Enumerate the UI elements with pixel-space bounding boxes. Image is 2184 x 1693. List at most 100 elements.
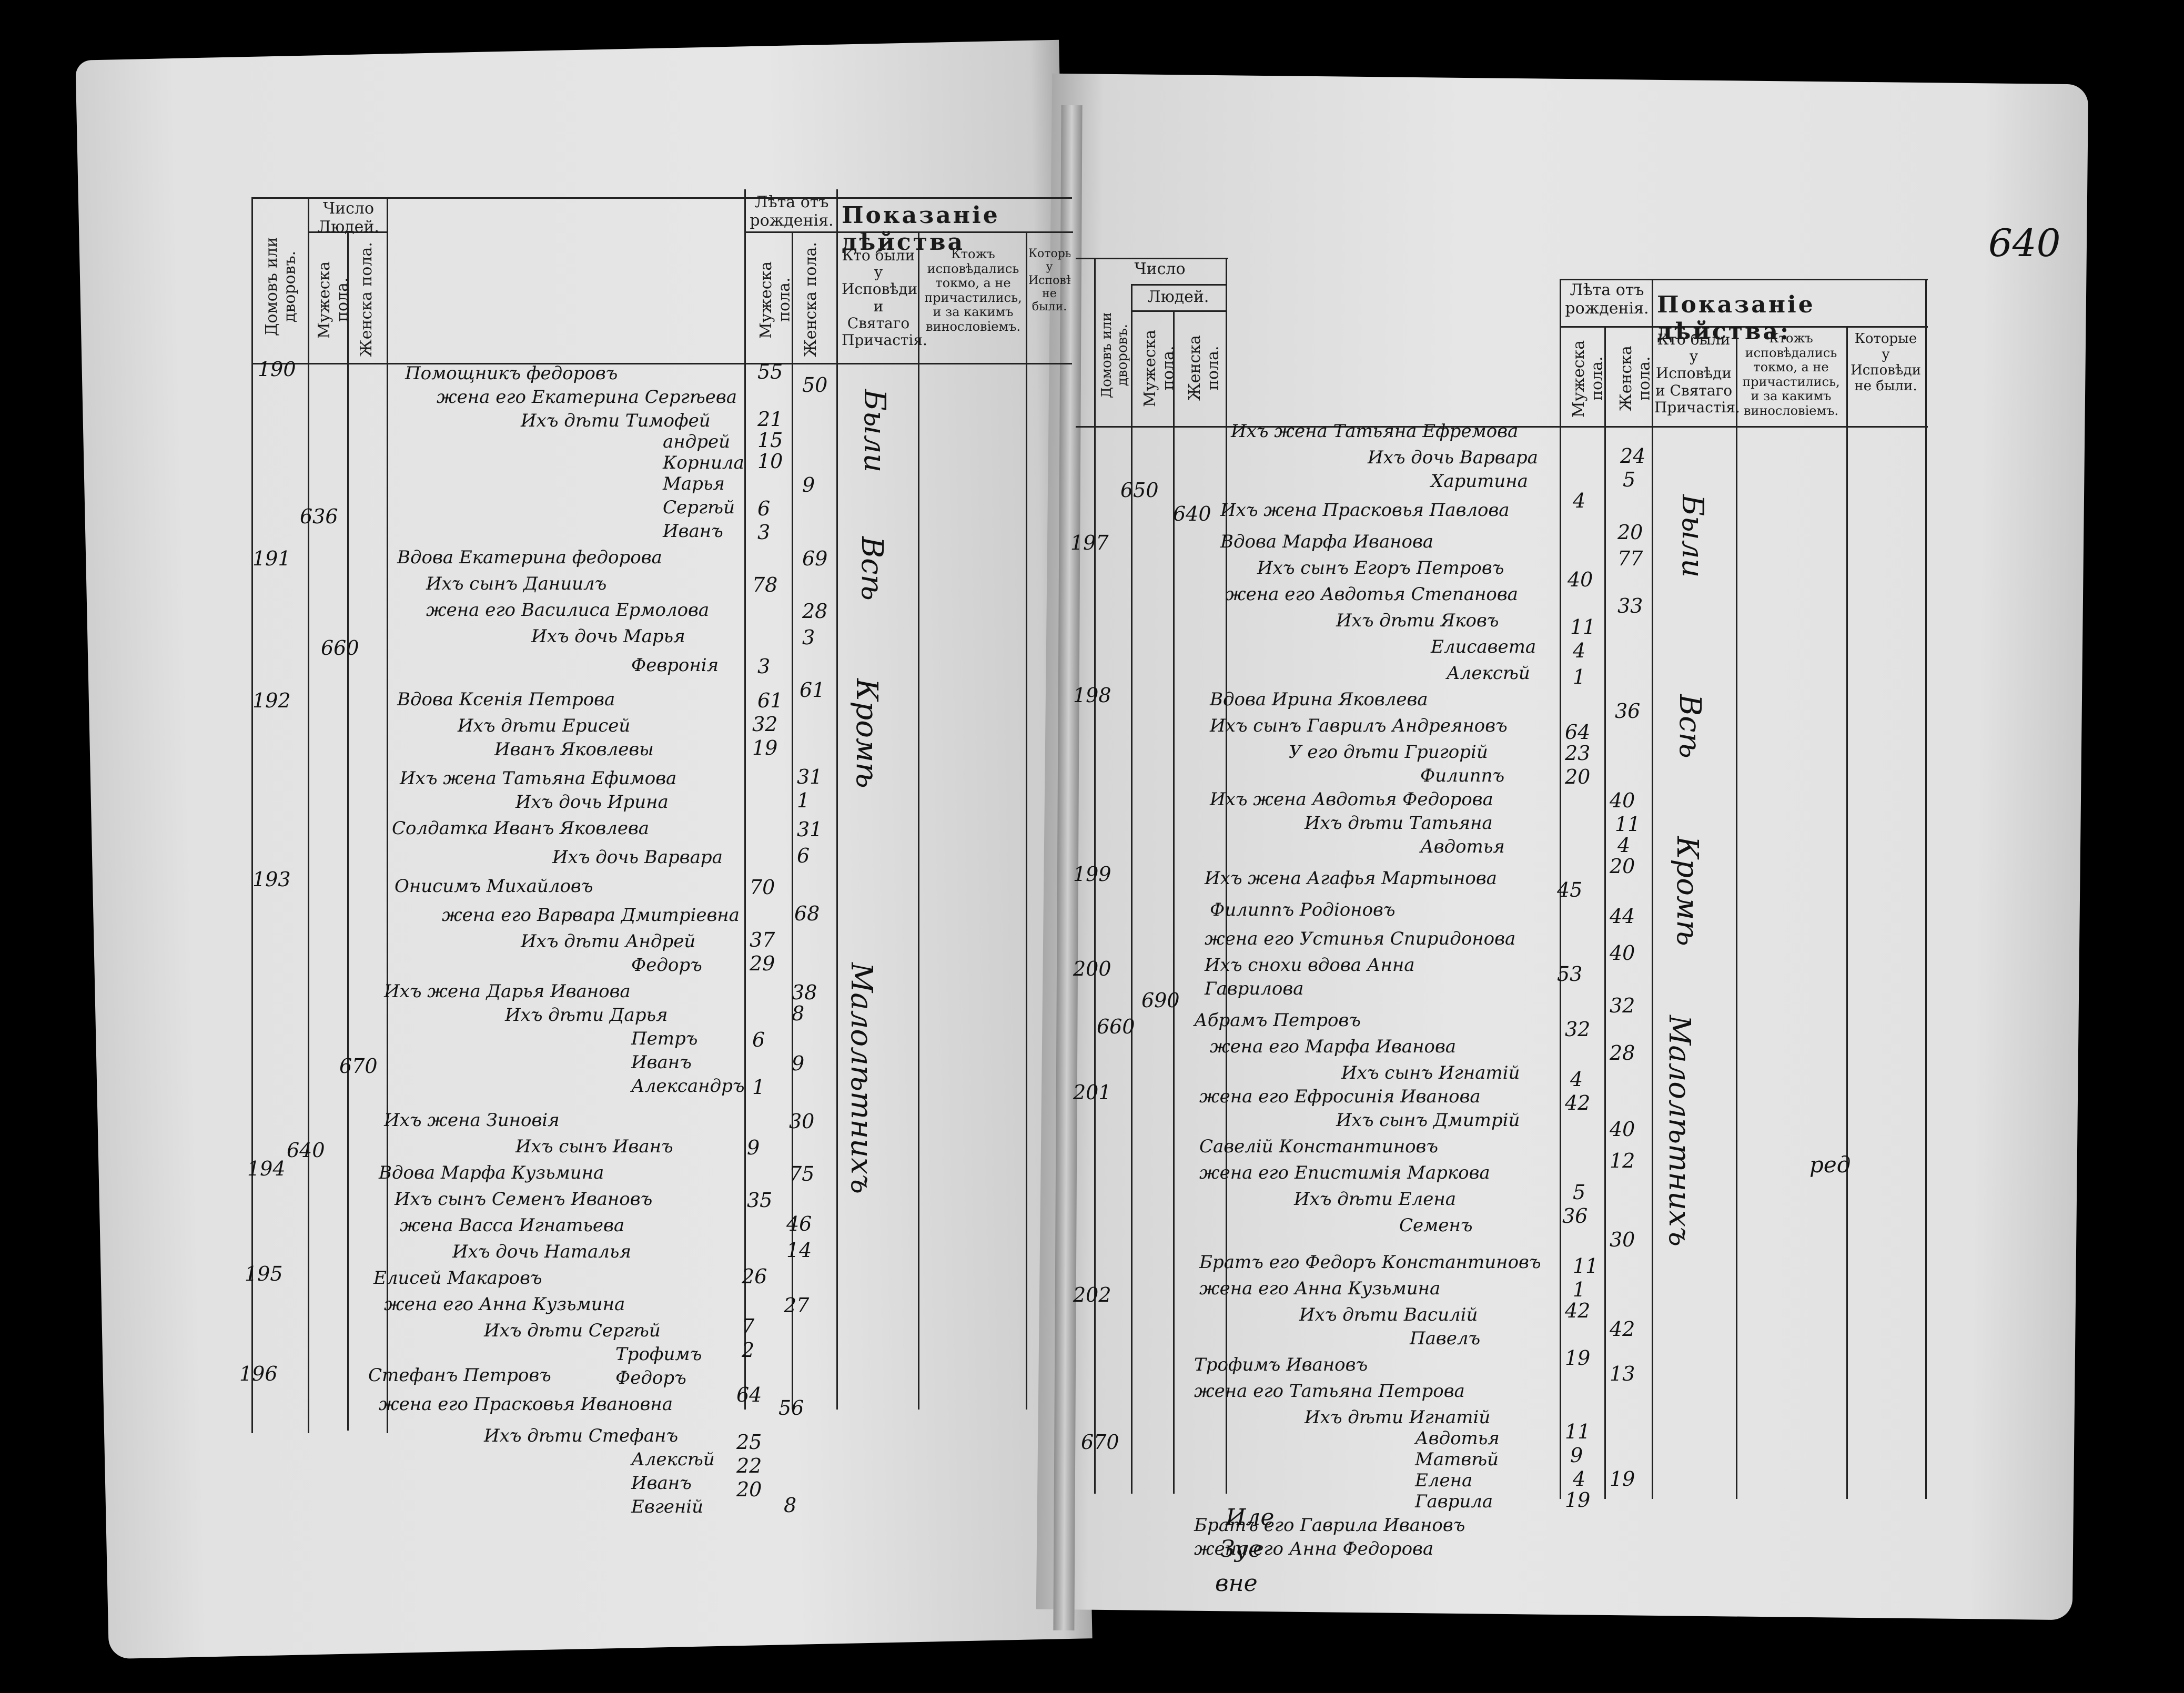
left-age-female: 9	[792, 1052, 805, 1075]
right-age-female: 24	[1620, 444, 1646, 468]
right-age-female: 77	[1617, 547, 1643, 570]
right-household-number: 197	[1070, 531, 1109, 554]
left-header-col-confessed: Кто были у Исповѣди и Святаго Причастія.	[842, 247, 927, 349]
left-age-female: 8	[792, 1002, 805, 1025]
right-people-subrule	[1131, 310, 1226, 312]
right-age-female: 32	[1610, 994, 1635, 1017]
right-age-male: 4	[1573, 489, 1586, 512]
right-entry: Ихъ дѣти Василій	[1299, 1304, 1478, 1325]
right-entry: жена его Анна Федорова	[1194, 1538, 1434, 1559]
right-age-male: 42	[1565, 1299, 1591, 1322]
right-header-people-count: Людей.	[1147, 288, 1209, 306]
left-entry: андрей	[663, 431, 730, 452]
left-age-male: 70	[750, 876, 775, 899]
right-header-col-not-confessed: Которые у Исповѣди не были.	[1851, 331, 1921, 394]
left-entry: Ихъ дѣти Ерисей	[458, 715, 631, 736]
left-col-rule	[308, 197, 309, 1433]
left-running-total: 670	[339, 1055, 378, 1078]
left-entry: жена его Варвара Дмитріевна	[442, 905, 740, 926]
left-entry: Марья	[663, 473, 725, 494]
bottom-note-line: Зуе	[1220, 1536, 1262, 1563]
left-col-rule	[347, 231, 349, 1431]
left-household-number: 192	[252, 689, 291, 712]
left-age-female: 31	[797, 818, 823, 841]
right-age-female: 20	[1610, 855, 1635, 878]
right-entry: Елисавета	[1431, 636, 1536, 657]
right-age-male: 11	[1565, 1420, 1591, 1443]
left-age-male: 25	[736, 1431, 762, 1454]
left-entry: Ихъ жена Зиновія	[384, 1110, 560, 1131]
right-age-female: 28	[1610, 1041, 1635, 1065]
right-entry: Харитина	[1431, 471, 1528, 492]
right-age-male: 1	[1573, 1278, 1586, 1301]
left-age-female: 14	[786, 1239, 812, 1262]
left-entry: Ихъ жена Татьяна Ефимова	[400, 768, 677, 789]
right-age-female: 44	[1610, 905, 1635, 928]
right-entry: Савелій Константиновъ	[1199, 1136, 1439, 1157]
left-entry: Вдова Екатерина федорова	[397, 547, 662, 568]
left-age-female: 56	[778, 1396, 804, 1420]
left-entry: жена Васса Игнатьева	[400, 1215, 625, 1236]
left-age-female: 3	[802, 626, 815, 649]
right-entry: Ихъ сынъ Игнатій	[1341, 1062, 1520, 1083]
right-age-male: 11	[1573, 1254, 1599, 1278]
right-entry: Ихъ сынъ Дмитрій	[1336, 1110, 1520, 1131]
right-entry: Братъ его Федоръ Константиновъ	[1199, 1252, 1541, 1273]
right-entry: Семенъ	[1399, 1215, 1473, 1236]
left-entry: Иванъ Яковлевы	[494, 739, 654, 760]
left-age-subrule	[744, 231, 1073, 233]
right-col-rule	[1736, 326, 1737, 1499]
right-entry: Вдова Марфа Иванова	[1220, 531, 1434, 552]
left-entry: Онисимъ Михайловъ	[395, 876, 593, 897]
left-entry: Ихъ дѣти Стефанъ	[484, 1425, 679, 1446]
left-household-number: 193	[252, 868, 291, 891]
right-age-male: 4	[1573, 639, 1586, 662]
left-running-total: 660	[321, 636, 359, 660]
left-entry: Ихъ жена Дарья Иванова	[384, 981, 631, 1002]
right-header-houses: Домовъ или дворовъ.	[1099, 312, 1130, 398]
right-entry: Ихъ дѣти Татьяна	[1305, 813, 1493, 834]
left-entry: Ихъ дѣти Сергѣй	[484, 1320, 661, 1341]
right-age-female: 13	[1610, 1362, 1635, 1385]
right-running-total: 640	[1173, 502, 1211, 525]
left-entry: Иванъ	[631, 1473, 692, 1494]
right-entry: жена его Марфа Иванова	[1210, 1036, 1456, 1057]
left-running-total: 640	[287, 1139, 325, 1162]
folio-number: 640	[1988, 221, 2061, 265]
left-age-female: 28	[802, 600, 828, 623]
right-age-female: 40	[1610, 789, 1635, 812]
right-household-number: 202	[1073, 1283, 1111, 1306]
right-col-rule	[1131, 284, 1133, 1494]
right-entry: Братъ его Гаврила Ивановъ	[1194, 1515, 1465, 1536]
left-age-female: 46	[786, 1212, 812, 1235]
left-entry: Вдова Ксенія Петрова	[397, 689, 615, 710]
right-age-male: 20	[1565, 765, 1591, 788]
left-entry: Иванъ	[663, 521, 723, 542]
right-running-total: 660	[1097, 1015, 1135, 1038]
left-age-male: 26	[742, 1265, 767, 1288]
right-side-note: ред	[1809, 1152, 1851, 1178]
left-entry: Ихъ сынъ Иванъ	[515, 1136, 673, 1157]
left-age-male: 64	[736, 1383, 762, 1406]
left-age-male: 3	[757, 521, 771, 544]
left-entry: жена его Прасковья Ивановна	[379, 1394, 673, 1415]
left-confession-note: Малолѣтнихъ	[844, 962, 878, 1194]
left-entry: Сергѣй	[663, 497, 735, 518]
left-household-number: 194	[247, 1157, 286, 1180]
left-age-male: 6	[752, 1028, 765, 1051]
right-header-female: Женска пола.	[1186, 335, 1222, 401]
right-age-female: 5	[1623, 468, 1636, 491]
right-entry: жена его Татьяна Петрова	[1194, 1381, 1465, 1402]
right-entry: Алексѣй	[1447, 663, 1530, 684]
right-entry: Матвѣй	[1415, 1449, 1499, 1470]
left-age-female: 27	[784, 1294, 810, 1317]
right-header-col-confessed: Кто были у Исповѣди и Святаго Причастія.	[1654, 331, 1740, 416]
left-entry: Ихъ дочь Варвара	[552, 847, 723, 868]
right-entry: Елена	[1415, 1470, 1473, 1491]
right-age-female: 30	[1610, 1228, 1635, 1251]
right-header-age-male: Мужеска пола.	[1570, 340, 1606, 418]
left-age-female: 50	[802, 373, 828, 397]
left-age-female: 6	[797, 844, 810, 867]
left-entry: Ихъ сынъ Семенъ Ивановъ	[395, 1189, 653, 1210]
left-age-female: 8	[784, 1494, 797, 1517]
